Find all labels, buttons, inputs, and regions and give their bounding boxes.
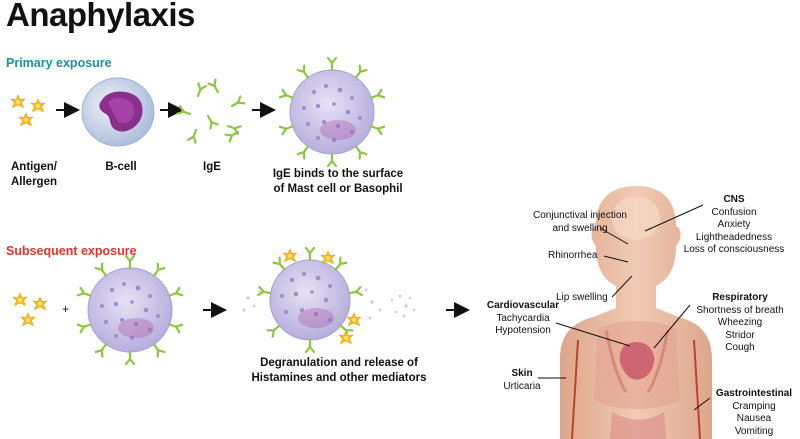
cardiovascular-title: Cardiovascular <box>486 300 560 311</box>
ige-label: IgE <box>203 161 221 173</box>
cardiovascular-group: Cardiovascular Tachycardia Hypotension <box>480 300 566 338</box>
conjunctival-label: Conjunctival injection and swelling <box>533 210 627 234</box>
lip-swelling-label: Lip swelling <box>556 292 608 303</box>
antigen-cluster-subsequent <box>12 292 48 326</box>
gastrointestinal-title: Gastrointestinal <box>715 388 793 399</box>
mast-cell-sensitized <box>76 254 184 366</box>
gastrointestinal-group: Gastrointestinal Cramping Nausea Vomitin… <box>708 388 800 438</box>
b-cell <box>81 77 155 147</box>
mast-cell-degranulating <box>242 246 416 354</box>
plus-sign: + <box>62 302 70 316</box>
skin-group: Skin Urticaria <box>498 368 546 393</box>
skin-title: Skin <box>511 368 533 379</box>
cns-title: CNS <box>723 194 745 205</box>
ige-antibodies <box>176 78 246 144</box>
cns-group: CNS Confusion Anxiety Lightheadedness Lo… <box>676 194 792 257</box>
degranulation-label: Degranulation and release of Histamines … <box>251 357 427 384</box>
subsequent-exposure-heading: Subsequent exposure <box>6 244 137 258</box>
b-cell-label: B-cell <box>105 161 137 173</box>
leader-lines <box>538 204 711 411</box>
antigen-label: Antigen/ Allergen <box>10 161 57 188</box>
respiratory-group: Respiratory Shortness of breath Wheezing… <box>688 292 792 355</box>
respiratory-title: Respiratory <box>712 292 768 303</box>
primary-exposure-heading: Primary exposure <box>6 56 112 70</box>
rhinorrhea-label: Rhinorrhea <box>548 250 598 261</box>
page-title: Anaphylaxis <box>6 0 195 33</box>
ige-binds-label: IgE binds to the surface of Mast cell or… <box>272 168 404 195</box>
human-body-figure <box>560 186 712 439</box>
mast-cell-primary <box>278 56 386 168</box>
antigen-cluster-primary <box>10 94 46 126</box>
